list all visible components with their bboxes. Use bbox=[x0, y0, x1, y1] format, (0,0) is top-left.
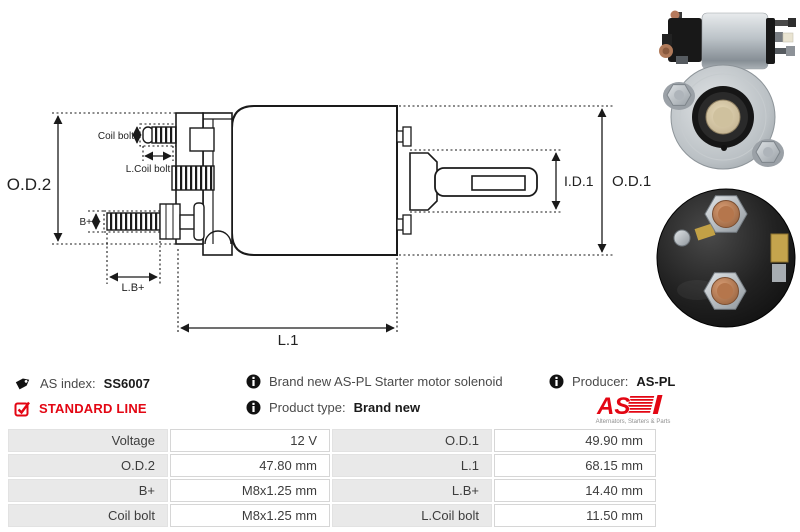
as-pl-logo[interactable]: AS Alternators, Starters & Parts bbox=[583, 393, 693, 426]
standard-line-row: STANDARD LINE bbox=[14, 400, 147, 417]
spec-label: B+ bbox=[8, 479, 168, 502]
spec-value: 11.50 mm bbox=[494, 504, 656, 527]
producer-row: Producer: AS-PL bbox=[549, 374, 675, 389]
as-index-row: AS index: SS6007 bbox=[14, 374, 150, 392]
product-type-label: Product type: bbox=[269, 400, 346, 415]
info-icon bbox=[246, 400, 261, 415]
mounting-bolt-lower bbox=[752, 139, 784, 167]
label-l1: L.1 bbox=[278, 332, 299, 349]
checkbox-checked-icon bbox=[14, 400, 31, 417]
product-type-value: Brand new bbox=[353, 400, 421, 415]
diagram-labels: O.D.2 Coil bolt L.Coil bolt B+ L.B+ L.1 … bbox=[7, 131, 651, 349]
label-id1: I.D.1 bbox=[564, 173, 594, 189]
spec-label: L.Coil bolt bbox=[332, 504, 492, 527]
product-description: Brand new AS-PL Starter motor solenoid bbox=[269, 374, 503, 389]
product-photo-side-view[interactable] bbox=[652, 6, 798, 80]
spec-value: M8x1.25 mm bbox=[170, 479, 330, 502]
logo-stripes bbox=[626, 395, 663, 414]
spec-table: Voltage 12 V O.D.1 49.90 mm O.D.2 47.80 … bbox=[8, 429, 656, 527]
label-od1: O.D.1 bbox=[612, 173, 651, 190]
spec-label: Voltage bbox=[8, 429, 168, 452]
spec-value: 49.90 mm bbox=[494, 429, 656, 452]
label-od2: O.D.2 bbox=[7, 175, 51, 194]
spec-value: 14.40 mm bbox=[494, 479, 656, 502]
info-icon bbox=[246, 374, 261, 389]
logo-text: AS bbox=[596, 393, 630, 420]
technical-diagram: O.D.2 Coil bolt L.Coil bolt B+ L.B+ L.1 … bbox=[7, 105, 651, 349]
terminal-upper bbox=[704, 195, 748, 233]
spec-label: L.B+ bbox=[332, 479, 492, 502]
terminal-lower bbox=[703, 272, 747, 310]
tag-icon bbox=[14, 374, 32, 392]
logo-tagline: Alternators, Starters & Parts bbox=[596, 419, 671, 425]
label-b-plus: B+ bbox=[79, 217, 92, 228]
spec-value: 68.15 mm bbox=[494, 454, 656, 477]
label-l-coil-bolt: L.Coil bolt bbox=[126, 164, 171, 175]
spec-value: 12 V bbox=[170, 429, 330, 452]
description-row: Brand new AS-PL Starter motor solenoid bbox=[246, 374, 503, 389]
solenoid-body-outline bbox=[106, 105, 538, 256]
spec-label: O.D.2 bbox=[8, 454, 168, 477]
product-photo-front-view[interactable] bbox=[656, 62, 794, 174]
spec-value: M8x1.25 mm bbox=[170, 504, 330, 527]
dimension-arrows bbox=[53, 108, 607, 333]
info-icon bbox=[549, 374, 564, 389]
producer-label: Producer: bbox=[572, 374, 629, 389]
label-coil-bolt: Coil bolt bbox=[98, 131, 134, 142]
product-type-row: Product type: Brand new bbox=[246, 400, 420, 415]
spec-label: L.1 bbox=[332, 454, 492, 477]
label-l-b-plus: L.B+ bbox=[122, 282, 145, 294]
spec-label: Coil bolt bbox=[8, 504, 168, 527]
spec-label: O.D.1 bbox=[332, 429, 492, 452]
spec-value: 47.80 mm bbox=[170, 454, 330, 477]
producer-value: AS-PL bbox=[636, 374, 676, 389]
as-index-label: AS index: bbox=[40, 375, 96, 391]
product-photo-terminal-cover[interactable] bbox=[652, 186, 800, 332]
mounting-bolt-upper bbox=[663, 82, 695, 110]
standard-line-badge: STANDARD LINE bbox=[39, 401, 147, 416]
as-index-value: SS6007 bbox=[103, 375, 150, 391]
